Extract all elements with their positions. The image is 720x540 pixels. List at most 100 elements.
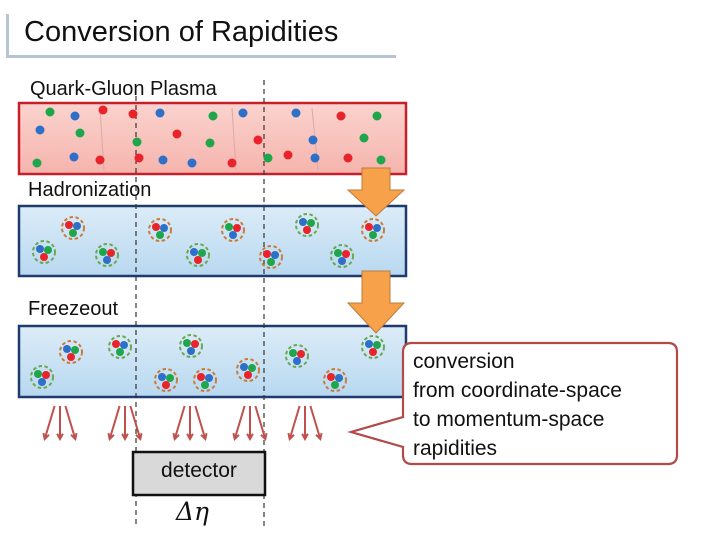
hadron-ring: [221, 218, 245, 242]
momentum-arrow: [233, 405, 246, 440]
quark: [327, 373, 335, 381]
hadron: [59, 340, 83, 364]
quark: [372, 111, 382, 121]
quark: [308, 135, 318, 145]
quark: [248, 364, 256, 372]
hadron: [32, 240, 56, 264]
momentum-arrow: [309, 405, 322, 440]
qgp-quarks: [32, 105, 386, 168]
hadron-ring: [179, 334, 203, 358]
momentum-fan: [107, 405, 143, 442]
quark: [263, 250, 271, 258]
hadron-ring: [154, 368, 178, 392]
quark: [201, 381, 209, 389]
quark: [156, 231, 164, 239]
quark: [95, 155, 105, 165]
hadron-ring: [59, 340, 83, 364]
hadron: [259, 245, 283, 269]
quark: [208, 111, 218, 121]
quark: [334, 249, 342, 257]
quark: [191, 340, 199, 348]
momentum-arrowhead: [200, 432, 208, 441]
quark: [233, 224, 241, 232]
quark: [128, 109, 138, 119]
quark: [162, 381, 170, 389]
momentum-arrow: [108, 405, 121, 440]
quark: [44, 246, 52, 254]
momentum-arrow: [288, 405, 301, 440]
quark: [34, 370, 42, 378]
quark: [291, 108, 301, 118]
momentum-arrows: [42, 405, 323, 442]
quark: [297, 350, 305, 358]
momentum-arrow: [194, 405, 207, 440]
momentum-arrowhead: [186, 433, 194, 442]
hadronization-label: Hadronization: [28, 179, 152, 201]
quark: [342, 250, 350, 258]
momentum-arrowhead: [301, 433, 309, 442]
hadron: [186, 243, 210, 267]
quark: [103, 256, 111, 264]
momentum-fan: [232, 405, 268, 442]
hadron: [361, 335, 385, 359]
quark: [373, 224, 381, 232]
hadron: [154, 368, 178, 392]
quark: [116, 348, 124, 356]
quark: [155, 108, 165, 118]
quark: [45, 107, 55, 117]
hadron: [330, 244, 354, 268]
quark: [152, 223, 160, 231]
hadron: [95, 243, 119, 267]
quark: [187, 158, 197, 168]
hadron-ring: [361, 335, 385, 359]
quark: [267, 258, 275, 266]
hadronization-box: [17, 204, 408, 278]
quark: [289, 349, 297, 357]
hadron-ring: [148, 218, 172, 242]
hadron: [221, 218, 245, 242]
momentum-arrow: [254, 405, 267, 440]
hadron: [148, 218, 172, 242]
quark: [227, 158, 237, 168]
quark: [335, 374, 343, 382]
hadron: [361, 218, 385, 242]
momentum-arrowhead: [260, 432, 268, 441]
hadron: [236, 358, 260, 382]
hadron-ring: [186, 243, 210, 267]
quark: [75, 128, 85, 138]
quark: [359, 133, 369, 143]
hadron-ring: [193, 368, 217, 392]
hadron-ring: [95, 243, 119, 267]
hadron-ring: [61, 216, 85, 240]
quark: [69, 152, 79, 162]
momentum-arrowhead: [42, 432, 50, 441]
hadron-ring: [32, 240, 56, 264]
hadrons: [30, 213, 385, 392]
hadron-ring: [323, 368, 347, 392]
momentum-arrow: [43, 405, 56, 440]
quark: [73, 222, 81, 230]
hadron-ring: [361, 218, 385, 242]
hadron-ring: [30, 365, 54, 389]
quark: [107, 249, 115, 257]
callout-line: rapidities: [413, 437, 498, 460]
transition-arrow-freezeout: [346, 270, 406, 334]
quark: [365, 340, 373, 348]
quark: [197, 373, 205, 381]
quark: [205, 374, 213, 382]
callout-line: to momentum-space: [413, 408, 605, 431]
quark: [229, 231, 237, 239]
quark: [32, 158, 42, 168]
quark: [343, 153, 353, 163]
quark: [190, 248, 198, 256]
quark: [172, 129, 182, 139]
quark: [187, 347, 195, 355]
momentum-arrowhead: [107, 432, 115, 441]
hadron-ring: [236, 358, 260, 382]
momentum-arrow: [64, 405, 77, 440]
quark: [71, 346, 79, 354]
detector-box: [131, 450, 267, 497]
callout-text: conversion from coordinate-space to mome…: [413, 347, 622, 463]
quark: [338, 257, 346, 265]
